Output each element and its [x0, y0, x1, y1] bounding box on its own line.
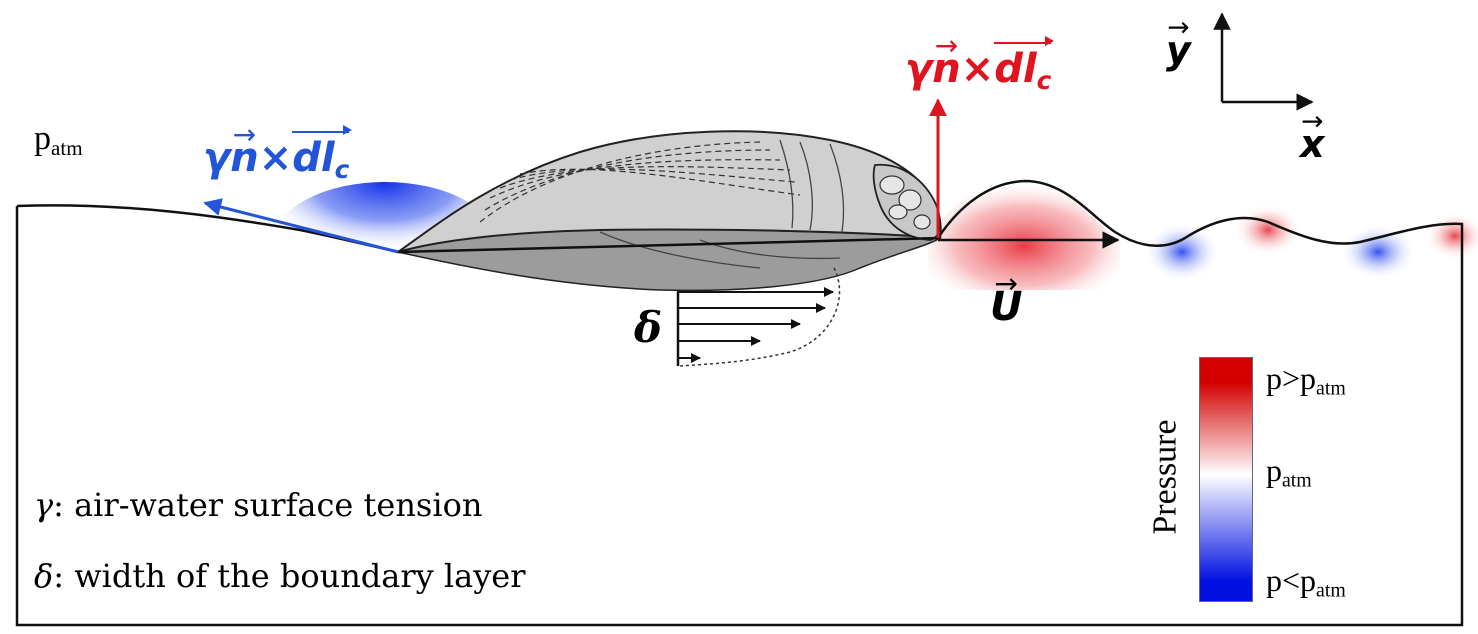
colorbar-bottom-label: p<patm: [1266, 562, 1346, 602]
colorbar-top-label: p>patm: [1266, 360, 1346, 400]
red-force-label: γn×dlc: [905, 35, 1055, 95]
legend-gamma-text: : air-water surface tension: [53, 486, 483, 524]
p-atm-sub: atm: [51, 135, 83, 160]
legend-gamma-symbol: γ: [34, 486, 54, 524]
low-pressure-trough-1: [1144, 222, 1220, 282]
low-pressure-zone-front: [275, 182, 495, 298]
colorbar-mid-label: patm: [1266, 452, 1312, 492]
velocity-label: U: [990, 284, 1022, 330]
insect-body: [395, 130, 943, 292]
low-pressure-trough-2: [1340, 224, 1416, 280]
red-times: ×: [960, 46, 995, 92]
blue-times: ×: [258, 135, 293, 181]
elytra-striations: [479, 141, 801, 223]
coordinate-axes: [1213, 12, 1314, 111]
blue-force-arrow: [203, 198, 399, 254]
pressure-colorbar: [1199, 357, 1253, 602]
high-pressure-wave-crest: [928, 179, 1120, 290]
colorbar-title: Pressure: [1146, 419, 1184, 535]
high-pressure-crest-3: [1425, 212, 1478, 260]
p-atm-base: p: [34, 120, 51, 157]
blue-dl-vector: dlc: [292, 124, 353, 184]
blue-force-label: γn×dlc: [203, 124, 353, 184]
y-axis-label: y: [1166, 28, 1191, 72]
profile-envelope: [679, 267, 841, 367]
red-dl-vector: dlc: [994, 35, 1055, 95]
head-mouthparts: [879, 175, 931, 230]
delta-label: δ: [634, 303, 663, 352]
p-atm-label-left: patm: [34, 120, 83, 161]
blue-gamma: γ: [203, 135, 231, 181]
red-gamma: γ: [905, 46, 933, 92]
x-axis-label: x: [1300, 122, 1325, 166]
insect-midline: [397, 236, 941, 254]
legend-gamma: γ: air-water surface tension: [34, 486, 482, 524]
legend-delta-text: : width of the boundary layer: [53, 557, 526, 595]
boundary-layer-profile: [676, 267, 841, 367]
red-n-vector: n: [932, 46, 960, 92]
legend-delta-symbol: δ: [34, 557, 54, 595]
blue-n-vector: n: [230, 135, 258, 181]
high-pressure-crest-2: [1234, 204, 1302, 256]
legend-delta: δ: width of the boundary layer: [34, 557, 526, 595]
